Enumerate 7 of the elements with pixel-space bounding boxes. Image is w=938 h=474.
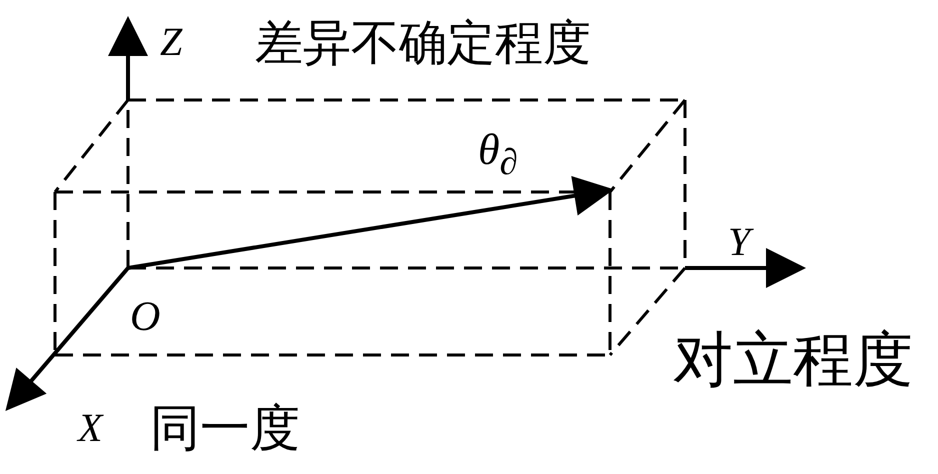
axis-title: 对立程度 <box>673 330 913 390</box>
angle-label: θ$_{∂}$ <box>478 128 518 180</box>
axis-label: X <box>78 408 102 448</box>
axis-title: 同一度 <box>150 403 300 453</box>
axis-title: 差异不确定程度 <box>255 20 591 68</box>
axis-label: Z <box>160 22 182 62</box>
origin-label: O <box>130 296 160 338</box>
